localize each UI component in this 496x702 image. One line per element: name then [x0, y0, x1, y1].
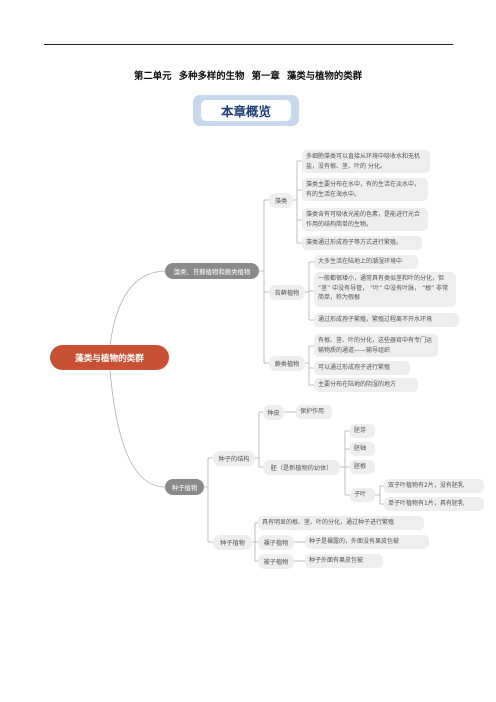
- branch-seed-plants: 种子植物: [165, 479, 204, 495]
- cotyledon-dicot: 双子叶植物有2片，没有胚乳: [384, 479, 484, 493]
- node-seed-plants: 种子植物: [213, 535, 252, 550]
- gymnosperm-desc: 种子是裸露的，外面没有果皮包被: [305, 535, 429, 549]
- fern-leaf-3: 主要分布在陆地的阴湿的地方: [314, 378, 418, 392]
- node-cotyledon: 子叶: [350, 488, 375, 502]
- overview-banner: 本章概览: [193, 95, 299, 126]
- algae-leaf-1: 多细胞藻类可以直接从环境中吸收水和无机盐，没有根、茎、叶的 分化。: [302, 150, 430, 173]
- moss-leaf-3: 通过形成孢子繁殖，繁殖过程离不开水环境: [314, 313, 459, 327]
- overview-banner-text: 本章概览: [201, 100, 291, 121]
- connector-root-branch2: [109, 369, 166, 488]
- chapter-label: 第一章: [251, 71, 280, 82]
- page-title: 第二单元 多种多样的生物 第一章 藻类与植物的类群: [0, 68, 496, 82]
- algae-leaf-2: 藻类主要分布在水中，有的生活在淡水中，有的生活在海水中。: [302, 178, 428, 201]
- node-moss: 苔藓植物: [269, 285, 305, 300]
- node-embryo: 胚（是新植物的幼体）: [263, 460, 340, 475]
- node-fern: 蕨类植物: [269, 356, 305, 371]
- embryo-part-hypocotyl: 胚轴: [350, 442, 375, 456]
- algae-leaf-4: 藻类通过形成孢子等方式进行繁殖。: [302, 236, 422, 250]
- node-seed-structure: 种子的结构: [213, 451, 255, 466]
- unit-label: 第二单元: [133, 71, 172, 82]
- chapter-title: 藻类与植物的类群: [287, 71, 363, 82]
- algae-leaf-3: 藻类含有可吸收光能的色素，是能进行光合作用的结构简单的生物。: [302, 208, 428, 231]
- embryo-part-plumule: 胚芽: [350, 424, 375, 438]
- node-algae: 藻类: [269, 193, 293, 208]
- branch-algae-moss-fern: 藻类、苔藓植物和蕨类植物: [165, 263, 259, 279]
- fern-leaf-2: 可以通过形成孢子进行繁殖: [314, 361, 410, 375]
- moss-leaf-1: 大多生活在陆地上的潮湿环境中: [314, 255, 418, 269]
- node-seed-coat: 种皮: [263, 405, 284, 420]
- embryo-part-radicle: 胚根: [350, 460, 375, 474]
- connector-root-branch1: [109, 270, 166, 346]
- fern-leaf-1: 有根、茎、叶的分化，这些器官中有专门运输物质的通道——输导组织: [314, 334, 438, 357]
- angiosperm-desc: 种子外面有果皮包被: [305, 554, 383, 568]
- cotyledon-monocot: 单子叶植物有1片，具有胚乳: [384, 497, 484, 511]
- root-node: 藻类与植物的类群: [50, 345, 169, 370]
- moss-leaf-2: 一般都很矮小，通常具有类似茎和叶的分化，但 “茎” 中没有导管， “叶” 中没有…: [314, 272, 456, 307]
- node-angiosperm: 被子植物: [258, 554, 294, 569]
- header-rule: [44, 44, 453, 45]
- unit-subject: 多种多样的生物: [178, 71, 245, 82]
- seed-coat-role: 保护作用: [296, 405, 332, 419]
- node-gymnosperm: 裸子植物: [258, 535, 294, 550]
- seed-plants-intro: 具有明显的根、茎、叶的分化，通过种子进行繁殖: [258, 516, 424, 530]
